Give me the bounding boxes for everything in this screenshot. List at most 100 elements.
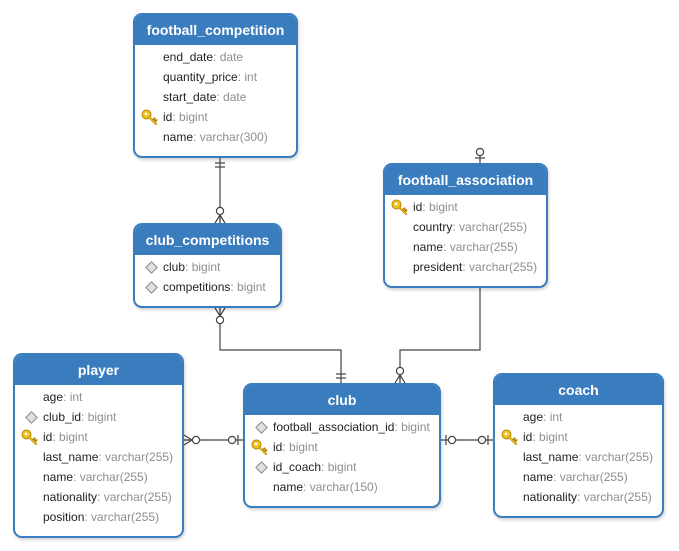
relationship-football_competition-club_competitions[interactable]: [214, 158, 226, 224]
field-name: name: varchar(255): [413, 240, 518, 254]
field-name-text: club: [163, 260, 186, 274]
field-type: varchar(255): [103, 490, 172, 504]
field-row[interactable]: nationality: varchar(255): [495, 487, 662, 507]
field-row[interactable]: start_date: date: [135, 87, 296, 107]
relationship-football_association-club[interactable]: [394, 147, 485, 384]
field-name: age: int: [523, 410, 563, 424]
field-type: varchar(255): [105, 450, 174, 464]
field-type: bigint: [289, 440, 318, 454]
field-row[interactable]: name: varchar(300): [135, 127, 296, 147]
field-name: id: bigint: [43, 430, 88, 444]
relationship-player-club[interactable]: [183, 434, 243, 446]
field-row[interactable]: nationality: varchar(255): [15, 487, 182, 507]
field-name-text: position: [43, 510, 85, 524]
field-name-text: last_name: [523, 450, 579, 464]
field-type: varchar(255): [469, 260, 538, 274]
field-row[interactable]: age: int: [15, 387, 182, 407]
field-name-text: competitions: [163, 280, 231, 294]
field-name: nationality: varchar(255): [43, 490, 172, 504]
field-name: id_coach: bigint: [273, 460, 357, 474]
field-row[interactable]: end_date: date: [135, 47, 296, 67]
field-name-text: nationality: [523, 490, 578, 504]
diamond-icon: [255, 461, 268, 474]
field-row[interactable]: last_name: varchar(255): [495, 447, 662, 467]
field-row[interactable]: id: bigint: [15, 427, 182, 447]
field-row[interactable]: name: varchar(150): [245, 477, 439, 497]
relationship-club-coach[interactable]: [441, 435, 493, 445]
field-type: varchar(255): [79, 470, 148, 484]
key-icon: [141, 109, 158, 125]
entity-football-competition[interactable]: football_competition end_date: date quant…: [133, 13, 298, 158]
field-list: id: bigint country: varchar(255) name: var…: [385, 195, 546, 281]
entity-title: player: [15, 355, 182, 385]
field-name: id: bigint: [523, 430, 568, 444]
field-row[interactable]: club: bigint: [135, 257, 280, 277]
entity-title: club_competitions: [135, 225, 280, 255]
field-name-text: nationality: [43, 490, 98, 504]
field-name-text: id: [273, 440, 283, 454]
field-name: end_date: date: [163, 50, 244, 64]
field-row[interactable]: id: bigint: [385, 197, 546, 217]
field-row[interactable]: quantity_price: int: [135, 67, 296, 87]
field-type: varchar(255): [559, 470, 628, 484]
field-name: country: varchar(255): [413, 220, 528, 234]
field-row[interactable]: last_name: varchar(255): [15, 447, 182, 467]
field-row[interactable]: president: varchar(255): [385, 257, 546, 277]
field-type: varchar(255): [459, 220, 528, 234]
field-type: date: [219, 50, 244, 64]
field-row[interactable]: name: varchar(255): [385, 237, 546, 257]
field-name-text: football_association_id: [273, 420, 395, 434]
field-name-text: quantity_price: [163, 70, 238, 84]
field-row[interactable]: football_association_id: bigint: [245, 417, 439, 437]
entity-player[interactable]: player age: int club_id: bigint id: bigint…: [13, 353, 184, 538]
field-row[interactable]: position: varchar(255): [15, 507, 182, 527]
field-type: varchar(255): [449, 240, 518, 254]
field-name-text: name: [163, 130, 194, 144]
relationship-club_competitions-club[interactable]: [214, 307, 346, 383]
field-type: bigint: [87, 410, 117, 424]
field-name: president: varchar(255): [413, 260, 538, 274]
field-row[interactable]: age: int: [495, 407, 662, 427]
field-name-text: id: [163, 110, 173, 124]
field-type: int: [69, 390, 83, 404]
field-row[interactable]: name: varchar(255): [15, 467, 182, 487]
field-name-text: name: [413, 240, 444, 254]
field-row[interactable]: club_id: bigint: [15, 407, 182, 427]
key-icon: [21, 429, 38, 445]
field-name-text: id: [413, 200, 423, 214]
field-name: last_name: varchar(255): [523, 450, 654, 464]
field-name: club_id: bigint: [43, 410, 117, 424]
field-name-text: last_name: [43, 450, 99, 464]
field-name-text: id: [523, 430, 533, 444]
field-name: name: varchar(255): [43, 470, 148, 484]
field-name: name: varchar(150): [273, 480, 378, 494]
field-type: bigint: [429, 200, 458, 214]
field-name-text: id: [43, 430, 53, 444]
field-row[interactable]: id: bigint: [135, 107, 296, 127]
field-row[interactable]: name: varchar(255): [495, 467, 662, 487]
entity-title: football_competition: [135, 15, 296, 45]
field-row[interactable]: id: bigint: [245, 437, 439, 457]
field-name-text: age: [523, 410, 544, 424]
field-type: varchar(255): [583, 490, 652, 504]
field-name: position: varchar(255): [43, 510, 160, 524]
field-row[interactable]: id: bigint: [495, 427, 662, 447]
field-type: bigint: [59, 430, 88, 444]
field-name-text: name: [43, 470, 74, 484]
diamond-icon: [145, 261, 158, 274]
field-row[interactable]: id_coach: bigint: [245, 457, 439, 477]
field-row[interactable]: competitions: bigint: [135, 277, 280, 297]
field-type: bigint: [191, 260, 221, 274]
entity-title: club: [245, 385, 439, 415]
field-row[interactable]: country: varchar(255): [385, 217, 546, 237]
field-type: bigint: [539, 430, 568, 444]
field-list: age: int id: bigint last_name: varchar(255…: [495, 405, 662, 511]
